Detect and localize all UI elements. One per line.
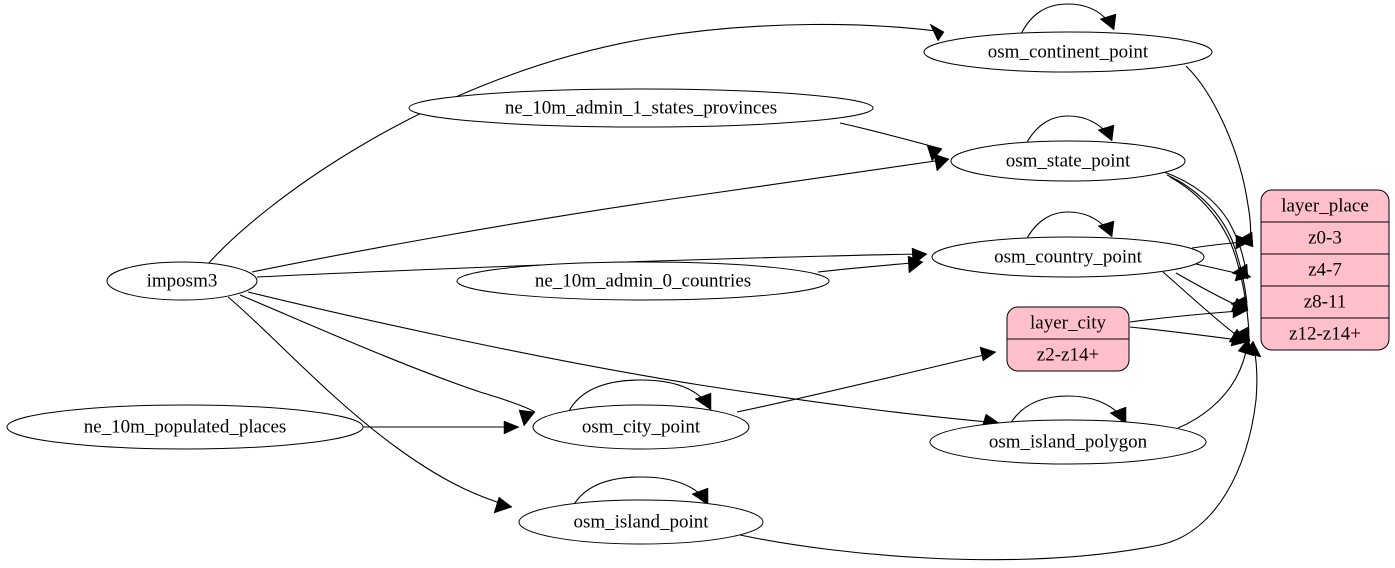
edge-osm-island-polygon-to-layer-place-z12-z14[interactable] xyxy=(1177,338,1255,429)
node-osm-continent-point[interactable]: osm_continent_point xyxy=(923,31,1213,73)
edge-osm-country-point-to-layer-place-z0-3[interactable] xyxy=(1191,234,1252,250)
edge-layer-city-to-layer-place-z8-11[interactable] xyxy=(1129,303,1249,323)
edge-osm-state-point-self[interactable] xyxy=(1024,115,1115,147)
node-layer-city[interactable]: layer_city z2-z14+ xyxy=(1006,306,1130,372)
edge-imposm3-to-osm-continent-point[interactable] xyxy=(207,23,945,265)
node-osm-country-point[interactable]: osm_country_point xyxy=(931,236,1205,278)
edge-osm-city-point-self[interactable] xyxy=(568,379,712,412)
node-osm-state-point[interactable]: osm_state_point xyxy=(950,140,1186,182)
edge-osm-continent-point-self[interactable] xyxy=(1019,3,1117,37)
edge-osm-country-point-self[interactable] xyxy=(1024,211,1115,243)
edge-imposm3-to-osm-island-point[interactable] xyxy=(227,296,513,514)
edge-ne-states-to-osm-state-point[interactable] xyxy=(839,122,943,162)
edge-ne-populated-to-osm-city-point[interactable] xyxy=(363,420,520,435)
edge-osm-island-polygon-self[interactable] xyxy=(1008,395,1127,427)
edge-osm-continent-point-to-layer-place-z0-3[interactable] xyxy=(1185,65,1254,248)
node-layer-place[interactable]: layer_place z0-3 z4-7 z8-11 z12-z14+ xyxy=(1260,189,1390,351)
edge-osm-city-point-to-layer-city[interactable] xyxy=(736,346,997,413)
node-ne-10m-admin-0-countries[interactable]: ne_10m_admin_0_countries xyxy=(456,261,830,301)
edge-osm-island-point-to-layer-place-z12-z14[interactable] xyxy=(739,340,1262,561)
node-osm-city-point[interactable]: osm_city_point xyxy=(532,404,750,450)
edge-osm-country-point-to-layer-place-z4-7[interactable] xyxy=(1195,263,1252,282)
node-osm-island-point[interactable]: osm_island_point xyxy=(518,499,764,545)
node-ne-10m-populated-places[interactable]: ne_10m_populated_places xyxy=(6,404,364,450)
edge-osm-island-point-self[interactable] xyxy=(572,476,709,507)
node-ne-10m-admin-1-states-provinces[interactable]: ne_10m_admin_1_states_provinces xyxy=(408,88,874,128)
edge-ne-countries-to-osm-country-point[interactable] xyxy=(817,255,924,274)
node-imposm3[interactable]: imposm3 xyxy=(106,261,258,301)
node-osm-island-polygon[interactable]: osm_island_polygon xyxy=(929,419,1207,465)
edge-layer-city-to-layer-place-z12-z14[interactable] xyxy=(1129,326,1248,347)
edge-imposm3-to-osm-state-point[interactable] xyxy=(251,153,950,273)
edges-layer xyxy=(207,3,1262,561)
edge-imposm3-to-osm-city-point[interactable] xyxy=(239,294,536,427)
